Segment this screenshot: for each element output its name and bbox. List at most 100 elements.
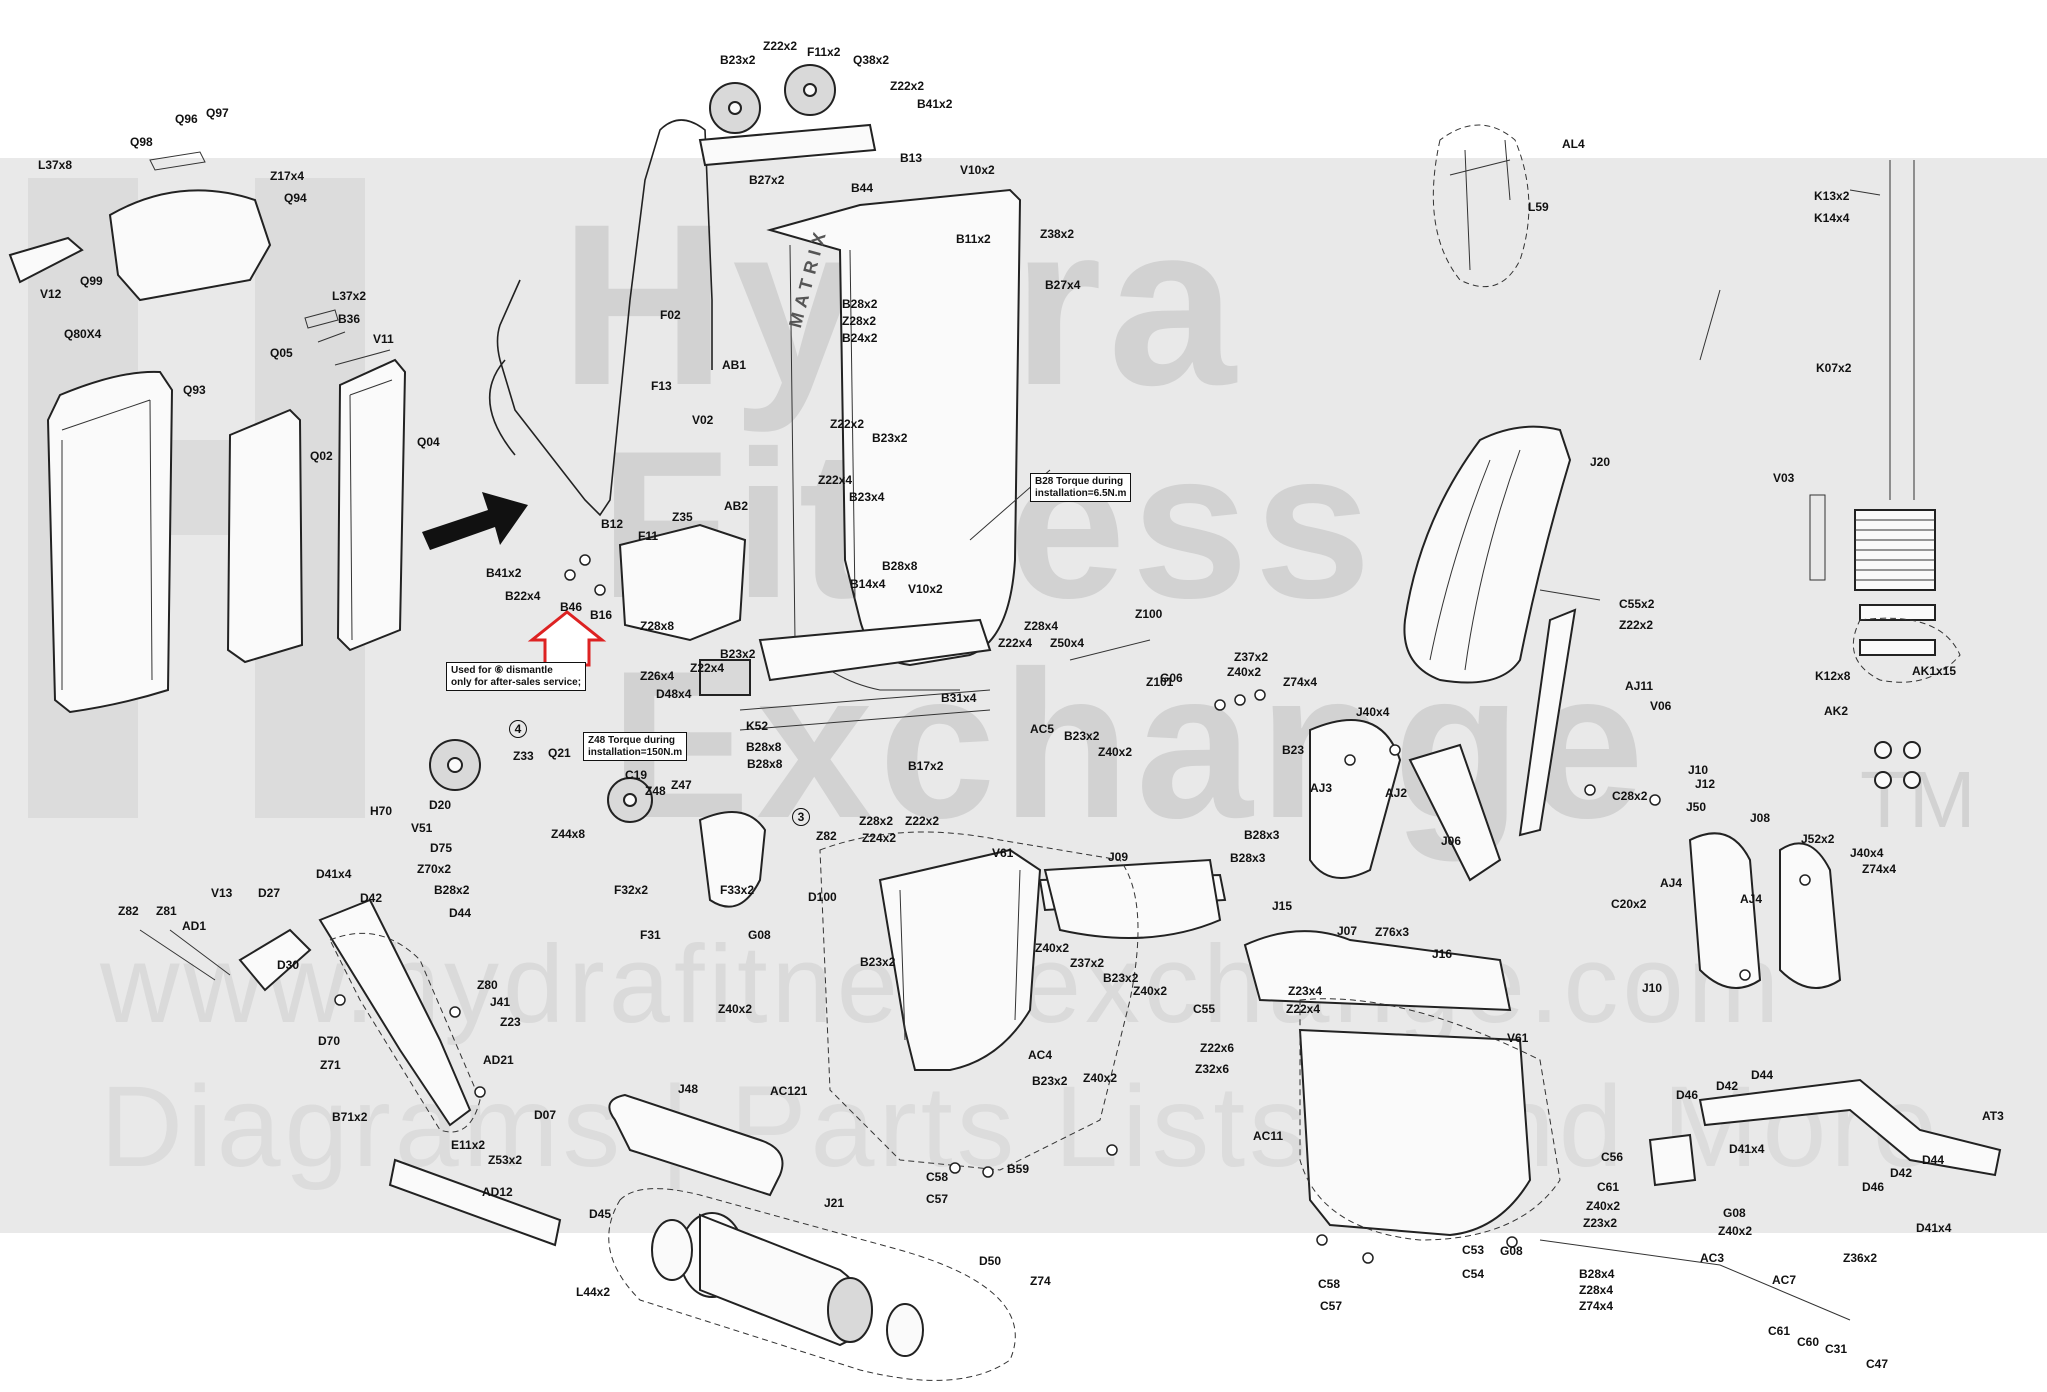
- part-label: Z50x4: [1050, 636, 1085, 650]
- cable-path: [496, 119, 713, 517]
- part-label: Z70x2: [417, 862, 452, 876]
- part-label: F02: [660, 308, 681, 322]
- part-label: C61: [1768, 1324, 1791, 1338]
- part-label: J20: [1590, 455, 1611, 469]
- part-label: F13: [651, 379, 672, 393]
- part-label: D46: [1862, 1180, 1885, 1194]
- part-label: Z22x4: [998, 636, 1033, 650]
- seat-frame: [878, 848, 1532, 1237]
- part-label: B31x4: [941, 691, 977, 705]
- part-label: Z22x4: [690, 661, 725, 675]
- detail-outline-ac121: [819, 831, 1139, 1171]
- part-label: Q05: [270, 346, 293, 360]
- part-label: C20x2: [1611, 897, 1647, 911]
- part-label: Z17x4: [270, 169, 305, 183]
- part-label: B71x2: [332, 1110, 368, 1124]
- part-label: Z47: [671, 778, 692, 792]
- part-label: Z40x2: [1133, 984, 1168, 998]
- backrest: [1403, 425, 1577, 837]
- part-label: AC5: [1030, 722, 1055, 736]
- part-label: Z36x2: [1843, 1251, 1878, 1265]
- part-label: Z76x3: [1375, 925, 1410, 939]
- part-label: D45: [589, 1207, 612, 1221]
- callout-4: 4: [509, 720, 527, 738]
- part-label: B27x2: [749, 173, 785, 187]
- part-label: B28x2: [842, 297, 878, 311]
- part-label: D41x4: [1729, 1142, 1765, 1156]
- part-label: AB1: [722, 358, 747, 372]
- part-label: D30: [277, 958, 300, 972]
- part-label: B23x2: [1032, 1074, 1068, 1088]
- part-label: C58: [926, 1170, 949, 1184]
- part-label: F11: [638, 529, 659, 543]
- part-label: V03: [1773, 471, 1795, 485]
- part-label: L37x2: [332, 289, 367, 303]
- part-label: B23x2: [860, 955, 896, 969]
- part-label: Z40x2: [1035, 941, 1070, 955]
- part-label: K13x2: [1814, 189, 1850, 203]
- part-label: B46: [560, 600, 583, 614]
- part-label: J48: [678, 1082, 699, 1096]
- part-label: J09: [1108, 850, 1129, 864]
- part-label: C55: [1193, 1002, 1216, 1016]
- part-label: C54: [1462, 1267, 1485, 1281]
- part-label: Z74x4: [1862, 862, 1897, 876]
- left-arm: [139, 898, 562, 1247]
- part-label: V13: [211, 886, 233, 900]
- part-label: F32x2: [614, 883, 649, 897]
- part-label: G08: [1723, 1206, 1746, 1220]
- part-label: Z74x4: [1579, 1299, 1614, 1313]
- part-label: D42: [1890, 1166, 1913, 1180]
- part-label: D50: [979, 1254, 1002, 1268]
- part-label: AD1: [182, 919, 207, 933]
- part-label: K52: [746, 719, 769, 733]
- highlight-arrow: [527, 610, 607, 667]
- part-label: F31: [640, 928, 661, 942]
- detail-outline-ad21: [329, 932, 481, 1133]
- part-label: J10: [1688, 763, 1709, 777]
- part-label: C55x2: [1619, 597, 1655, 611]
- mid-pulleys: [429, 523, 767, 908]
- part-label: J16: [1432, 947, 1453, 961]
- part-label: Z37x2: [1234, 650, 1269, 664]
- detail-outline-ac11: [1299, 998, 1561, 1241]
- part-label: AC121: [770, 1084, 808, 1098]
- part-label: C60: [1797, 1335, 1820, 1349]
- part-label: V61: [992, 846, 1014, 860]
- part-label: B17x2: [908, 759, 944, 773]
- part-label: J10: [1642, 981, 1663, 995]
- part-label: D44: [449, 906, 472, 920]
- part-label: Z28x2: [842, 314, 877, 328]
- part-label: D100: [808, 890, 837, 904]
- part-label: C57: [926, 1192, 949, 1206]
- roller-pads: [608, 1093, 924, 1357]
- part-label: Z81: [156, 904, 177, 918]
- detail-outline-ak1: [1852, 617, 1961, 683]
- part-label: Z26x4: [640, 669, 675, 683]
- part-label: Q97: [206, 106, 229, 120]
- part-label: B14x4: [850, 577, 886, 591]
- part-label: L37x8: [38, 158, 73, 172]
- part-label: G06: [1160, 671, 1183, 685]
- part-label: C53: [1462, 1243, 1485, 1257]
- part-label: B23x2: [1064, 729, 1100, 743]
- part-label: B13: [900, 151, 923, 165]
- part-label: Z48: [645, 784, 666, 798]
- part-label: J07: [1337, 924, 1358, 938]
- part-label: V61: [1507, 1031, 1529, 1045]
- part-label: V12: [40, 287, 62, 301]
- part-label: G08: [1500, 1244, 1523, 1258]
- part-label: V11: [373, 332, 394, 346]
- part-label: Z40x2: [1083, 1071, 1118, 1085]
- part-label: D41x4: [316, 867, 352, 881]
- part-label: B22x4: [505, 589, 541, 603]
- part-label: Z23x2: [1583, 1216, 1618, 1230]
- part-label: D07: [534, 1108, 557, 1122]
- part-label: Z28x4: [1024, 619, 1059, 633]
- part-label: V10x2: [960, 163, 995, 177]
- part-label: B23x4: [849, 490, 885, 504]
- part-label: H70: [370, 804, 393, 818]
- part-label: B23: [1282, 743, 1305, 757]
